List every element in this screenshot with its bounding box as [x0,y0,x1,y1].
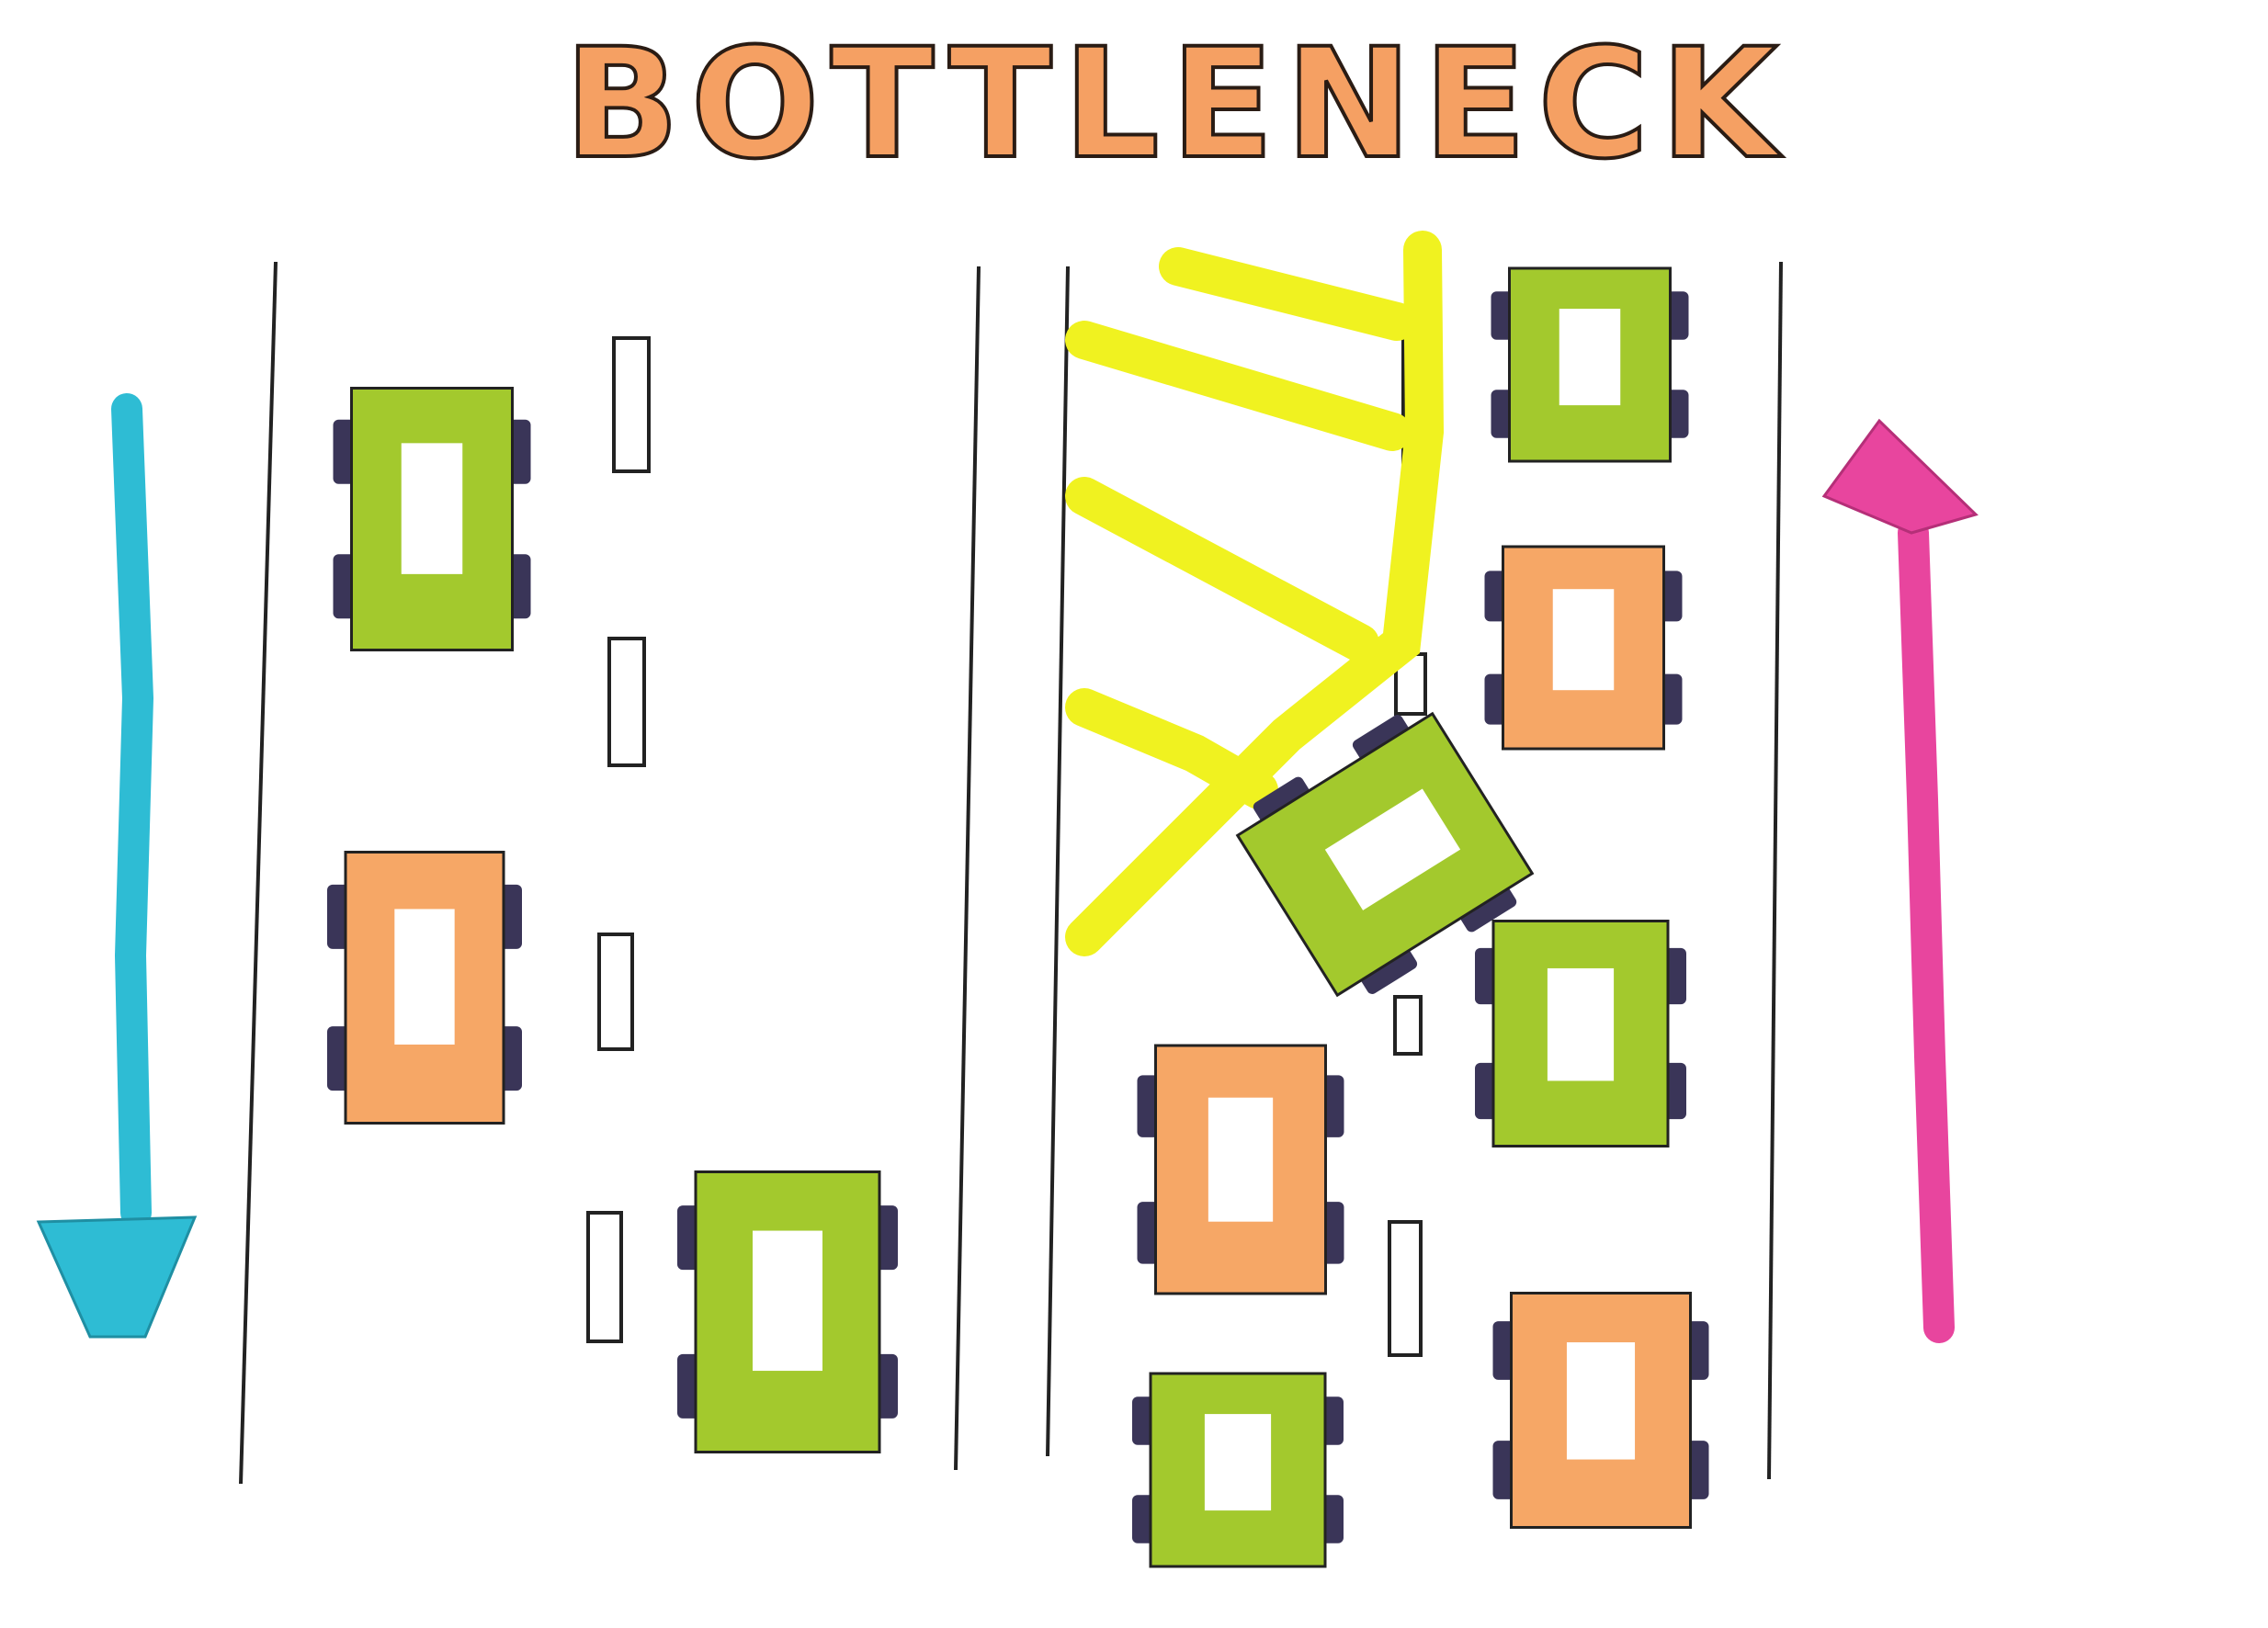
lane-dash [1388,1220,1423,1357]
northbound-arrow [1821,418,1979,1343]
down-arrow-shaft [111,393,154,1228]
car-green [1132,1372,1344,1568]
car-green [1475,920,1686,1148]
car-windshield [1559,309,1621,406]
car-windshield [1208,1097,1274,1222]
hatch-stripe [1065,477,1379,662]
road-lines [239,261,1783,1485]
car-green [1235,711,1535,998]
lane-dash [607,637,646,767]
car-windshield [1547,967,1615,1081]
southbound-arrow [36,393,198,1339]
hatch-stripe [1065,688,1278,809]
car-orange [1492,1292,1709,1529]
hatch-spine [1065,231,1445,956]
car-windshield [394,909,455,1045]
up-arrow-shaft [1898,517,1955,1343]
car-green [333,387,531,651]
lane-dash [612,336,651,473]
car-windshield [1566,1342,1636,1460]
road-edge-right [1767,261,1783,1480]
car-orange [1137,1044,1344,1295]
car-wheel [1359,947,1418,994]
car-orange [327,851,522,1125]
median-line-left [954,266,981,1471]
car-windshield [1324,788,1461,910]
lane-dash [586,1211,623,1343]
median-line-right [1046,266,1070,1457]
cars [327,266,1709,1568]
car-windshield [401,443,463,574]
car-windshield [1552,589,1615,691]
car-wheel [1458,885,1517,933]
up-arrow-icon [1821,418,1979,535]
car-orange [1484,545,1683,751]
car-wheel [1352,715,1411,762]
car-wheel [1253,776,1311,824]
lane-dash [597,933,634,1051]
hatch-stripe [1159,247,1416,341]
lane-dash [1393,995,1423,1056]
hatch-stripe [1065,321,1412,451]
car-green [677,1170,898,1453]
car-windshield [1204,1414,1272,1511]
diagram-title: BOTTLENECK [564,16,1789,192]
closed-lane-hatching [1065,231,1445,956]
road-edge-left [239,261,278,1485]
car-green [1491,266,1689,463]
down-arrow-icon [36,1215,198,1339]
car-windshield [753,1230,822,1372]
